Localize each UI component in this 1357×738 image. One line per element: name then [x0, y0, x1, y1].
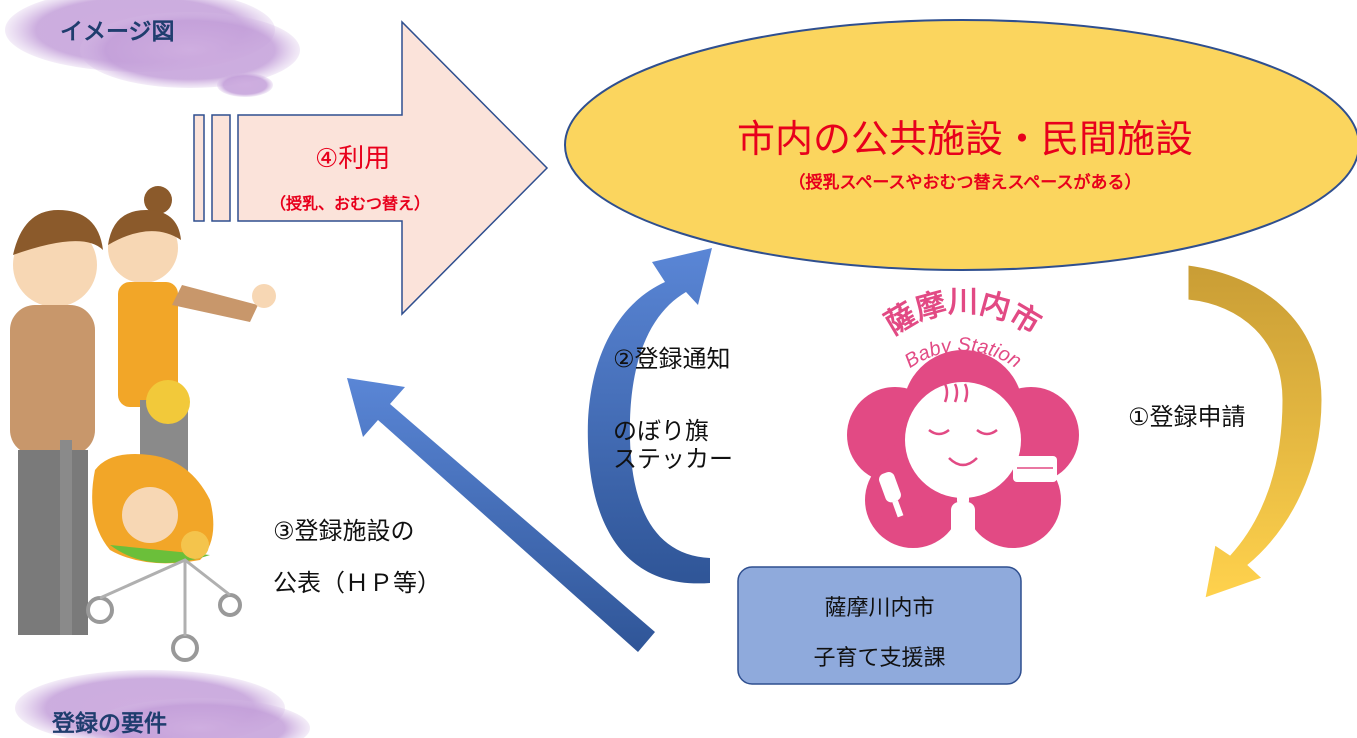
svg-text:薩摩川内市: 薩摩川内市 — [879, 285, 1047, 342]
facility-ellipse — [564, 19, 1357, 271]
apply-arrow — [1187, 264, 1323, 599]
facility-subtitle: （授乳スペースやおむつ替えスペースがある） — [788, 173, 1142, 193]
office-box — [737, 566, 1022, 685]
office-line2: 子育て支援課 — [813, 646, 946, 671]
notify-item: のぼり旗 — [613, 417, 709, 445]
use-arrow-label: ④利用 — [315, 144, 391, 174]
publish-arrow — [347, 378, 655, 652]
cloud-icon — [5, 0, 300, 97]
office-line1: 薩摩川内市 — [824, 596, 935, 621]
use-arrow-shape — [193, 20, 549, 316]
apply-label: ①登録申請 — [1128, 403, 1246, 431]
notify-item: ステッカー — [613, 445, 733, 473]
footer-cloud-label: 登録の要件 — [52, 711, 167, 737]
cloud-icon — [15, 670, 310, 738]
notify-arrow — [587, 248, 712, 584]
family-with-stroller-illustration — [10, 186, 276, 662]
notify-label: ②登録通知 — [613, 345, 731, 373]
publish-label-line1: ③登録施設の — [273, 517, 415, 545]
publish-label-line2: 公表（ＨＰ等） — [273, 569, 441, 597]
logo-arc-text: 薩摩川内市 — [879, 285, 1047, 342]
use-arrow-sub: （授乳、おむつ替え） — [270, 194, 431, 213]
baby-station-logo: 薩摩川内市 Baby Station — [847, 285, 1079, 548]
facility-title: 市内の公共施設・民間施設 — [736, 117, 1193, 161]
header-cloud-label: イメージ図 — [60, 19, 175, 45]
